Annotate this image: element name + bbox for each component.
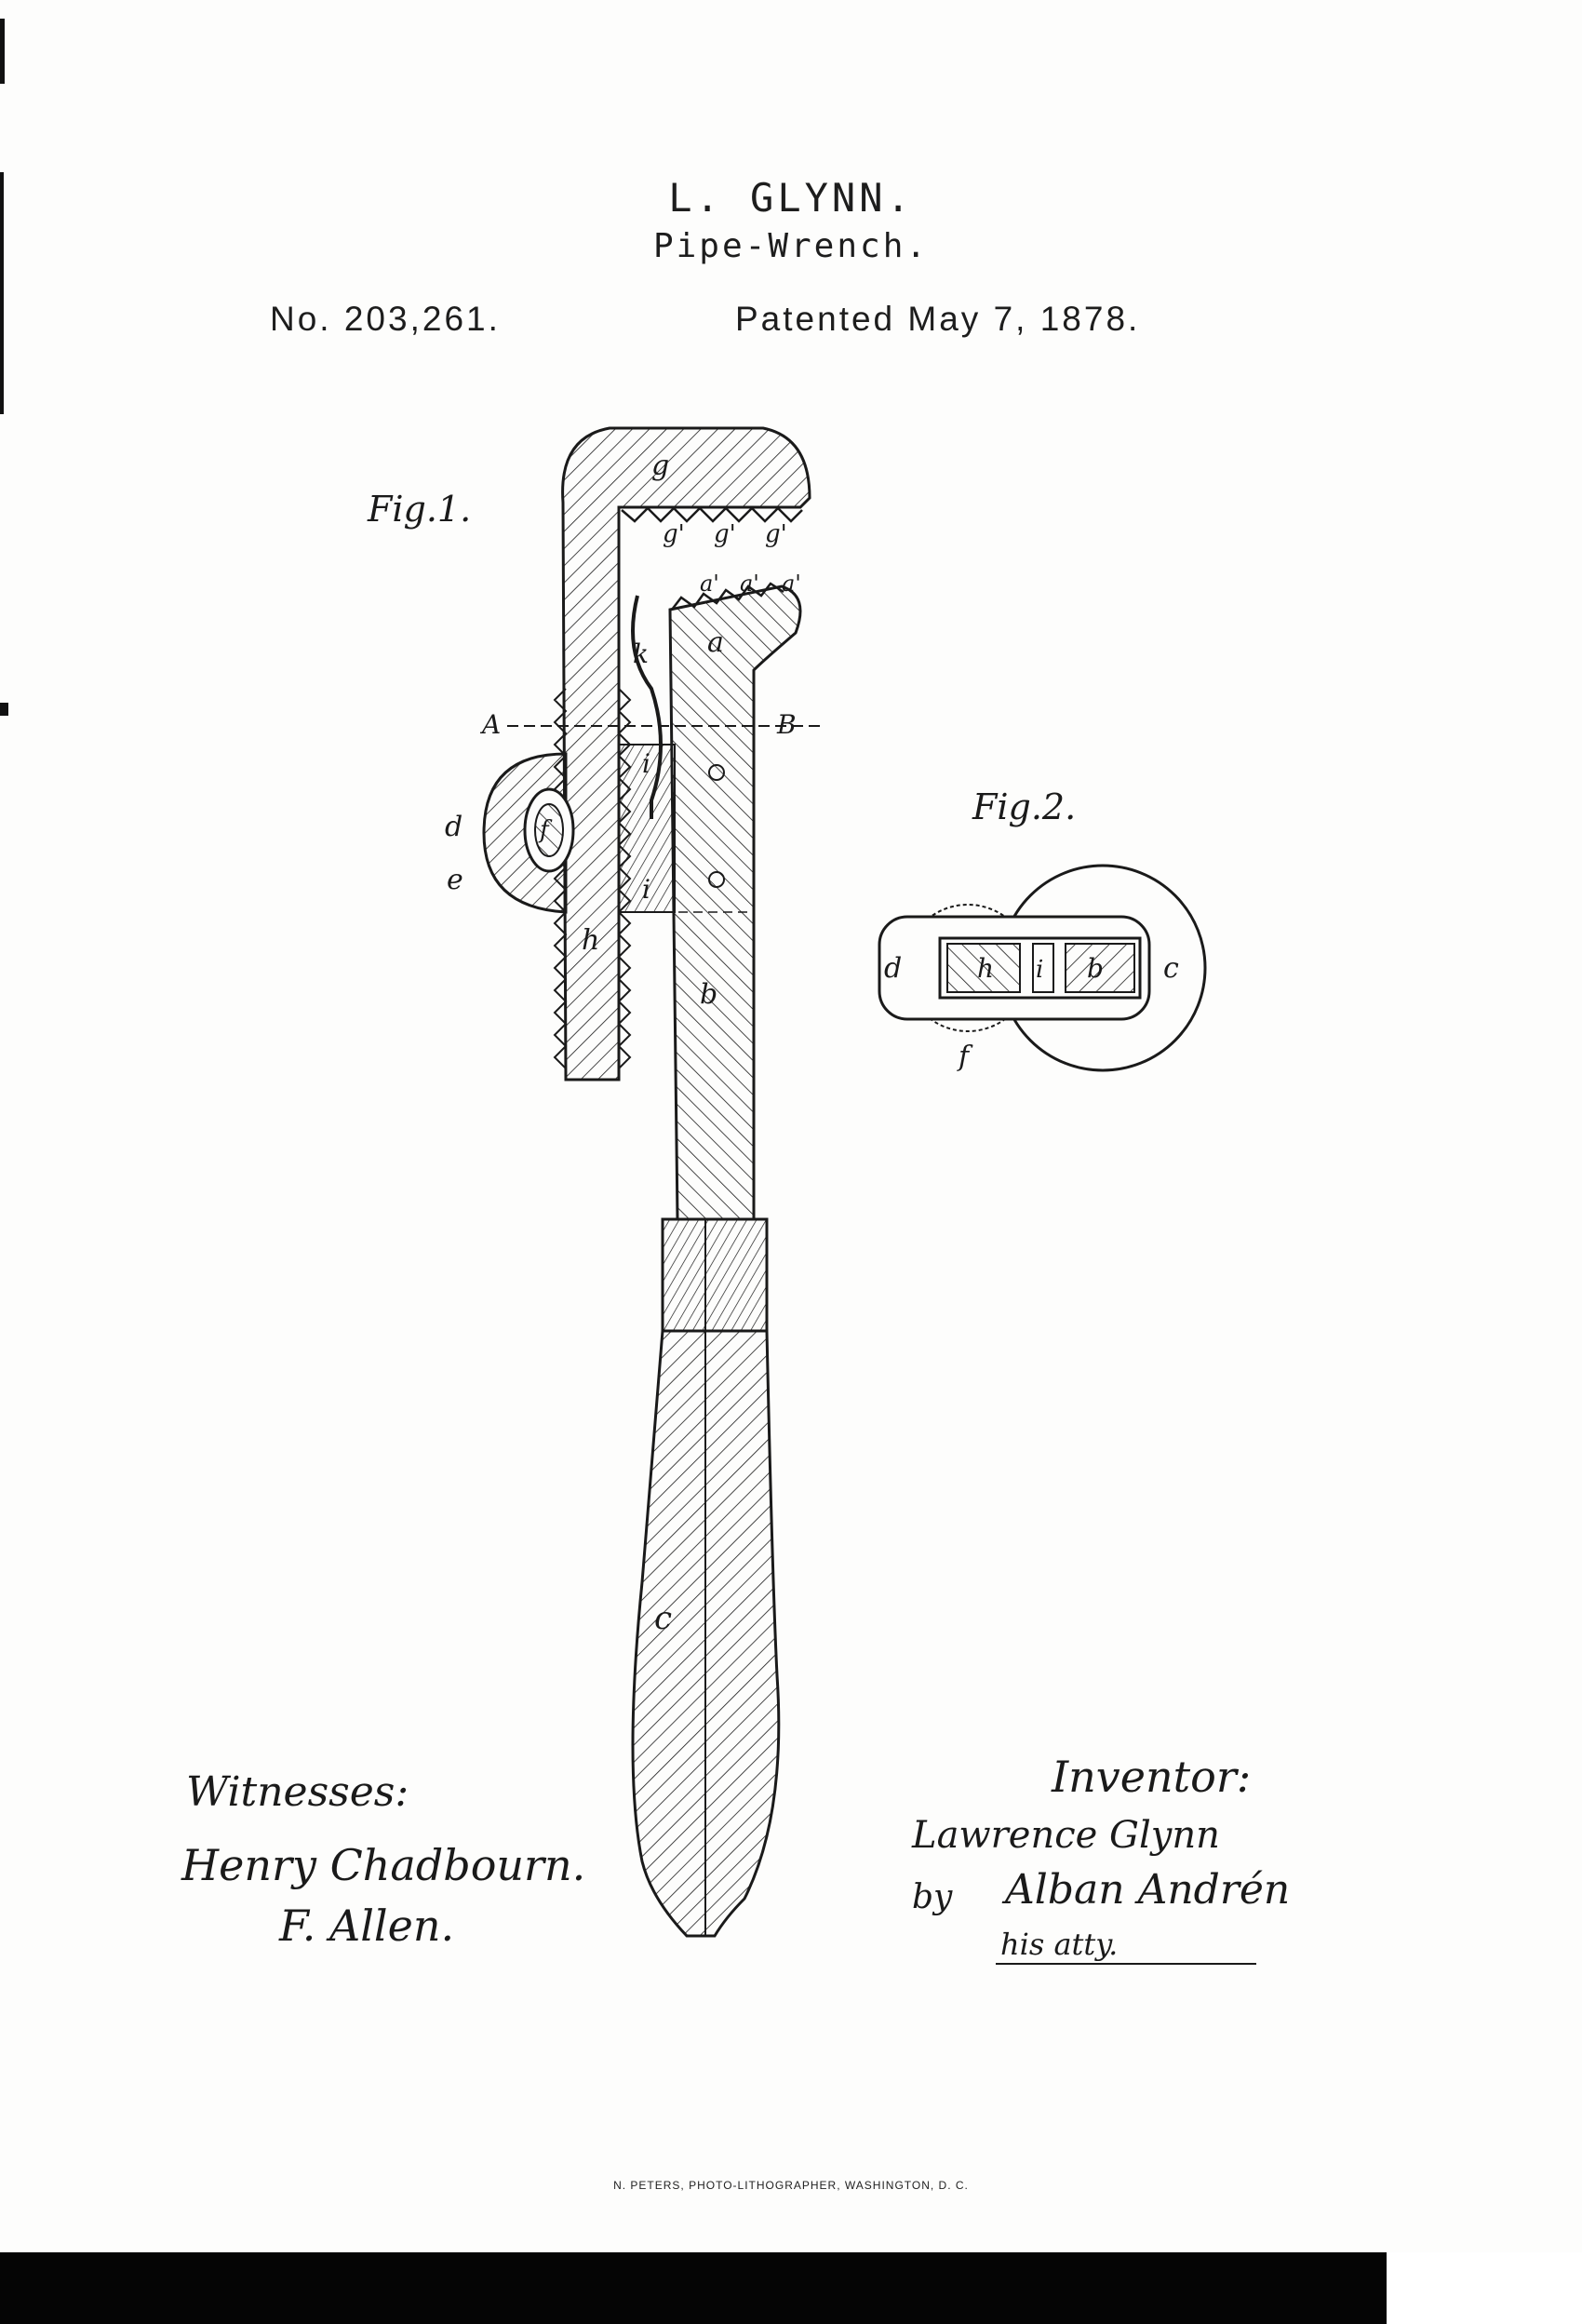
letter-h: h [582,924,599,957]
rivet [708,871,725,888]
letter-a: a [707,626,724,659]
letter-g: g [651,450,669,482]
nut-f-core [534,803,564,857]
patent-title: Pipe-Wrench. [652,227,930,265]
letter-A: A [479,709,501,740]
letter-e: e [447,864,463,896]
witnesses-heading: Witnesses: [186,1768,409,1816]
section-b [1065,943,1135,993]
upper-jaw-teeth [621,506,803,523]
slide-block-i [618,744,676,913]
letter-B: B [776,709,797,740]
section-i [1032,943,1054,993]
letter-i: i [642,748,650,779]
witness-one-signature: Henry Chadbourn. [181,1840,585,1890]
fig-labels: Fig.1. Fig.2. g g' g' g' a' a' a' a k A … [367,450,1179,1637]
upper-jaw-head [561,426,811,1081]
letter-a-prime: a' [782,571,801,597]
patent-number: No. 203,261. [270,300,501,338]
lower-jaw-teeth [671,582,784,611]
fig2-letter-d: d [884,952,902,985]
left-edge-mark [0,172,4,414]
left-edge-mark [0,703,8,716]
attorney-signature: Alban Andrén [1001,1866,1290,1914]
lower-jaw-bar [668,584,802,1221]
fig2-label: Fig.2. [972,786,1076,827]
inventor-heading: Inventor: [1051,1752,1251,1802]
fig2-cross-section [878,864,1207,1072]
patented-date: Patented May 7, 1878. [735,300,1141,338]
letter-g-prime: g' [714,520,736,548]
attorney-role: his atty. [1000,1927,1118,1962]
fig2-letter-c: c [1163,952,1179,985]
fig1-wrench [482,426,824,1938]
rivet [708,764,725,781]
witness-two-signature: F. Allen. [278,1901,454,1951]
letter-i: i [642,874,650,905]
signature-block: Witnesses: Henry Chadbourn. F. Allen. In… [181,1752,1290,1965]
letter-g-prime: g' [663,520,685,548]
by-label: by [912,1878,953,1916]
letter-c: c [654,1600,672,1637]
letter-a-prime: a' [740,571,759,597]
left-edge-mark [0,19,5,84]
fig2-letter-b: b [1087,953,1104,984]
fig2-letter-i: i [1036,956,1043,984]
inventor-signature: Lawrence Glynn [911,1814,1220,1857]
letter-a-prime: a' [700,571,719,597]
printer-credit: N. PETERS, PHOTO-LITHOGRAPHER, WASHINGTO… [613,2179,969,2192]
letter-b: b [700,978,717,1011]
fig2-letter-h: h [977,953,994,984]
ferrule [661,1217,769,1333]
scan-bottom-gap [1387,2252,1582,2324]
section-h [946,943,1021,993]
fig2-letter-f: f [957,1041,973,1073]
letter-k: k [633,638,649,669]
letter-g-prime: g' [765,520,787,548]
inventor-name: L. GLYNN. [668,175,914,221]
letter-d: d [445,811,463,843]
fig1-label: Fig.1. [367,489,471,530]
scan-bottom-border [0,2252,1387,2324]
